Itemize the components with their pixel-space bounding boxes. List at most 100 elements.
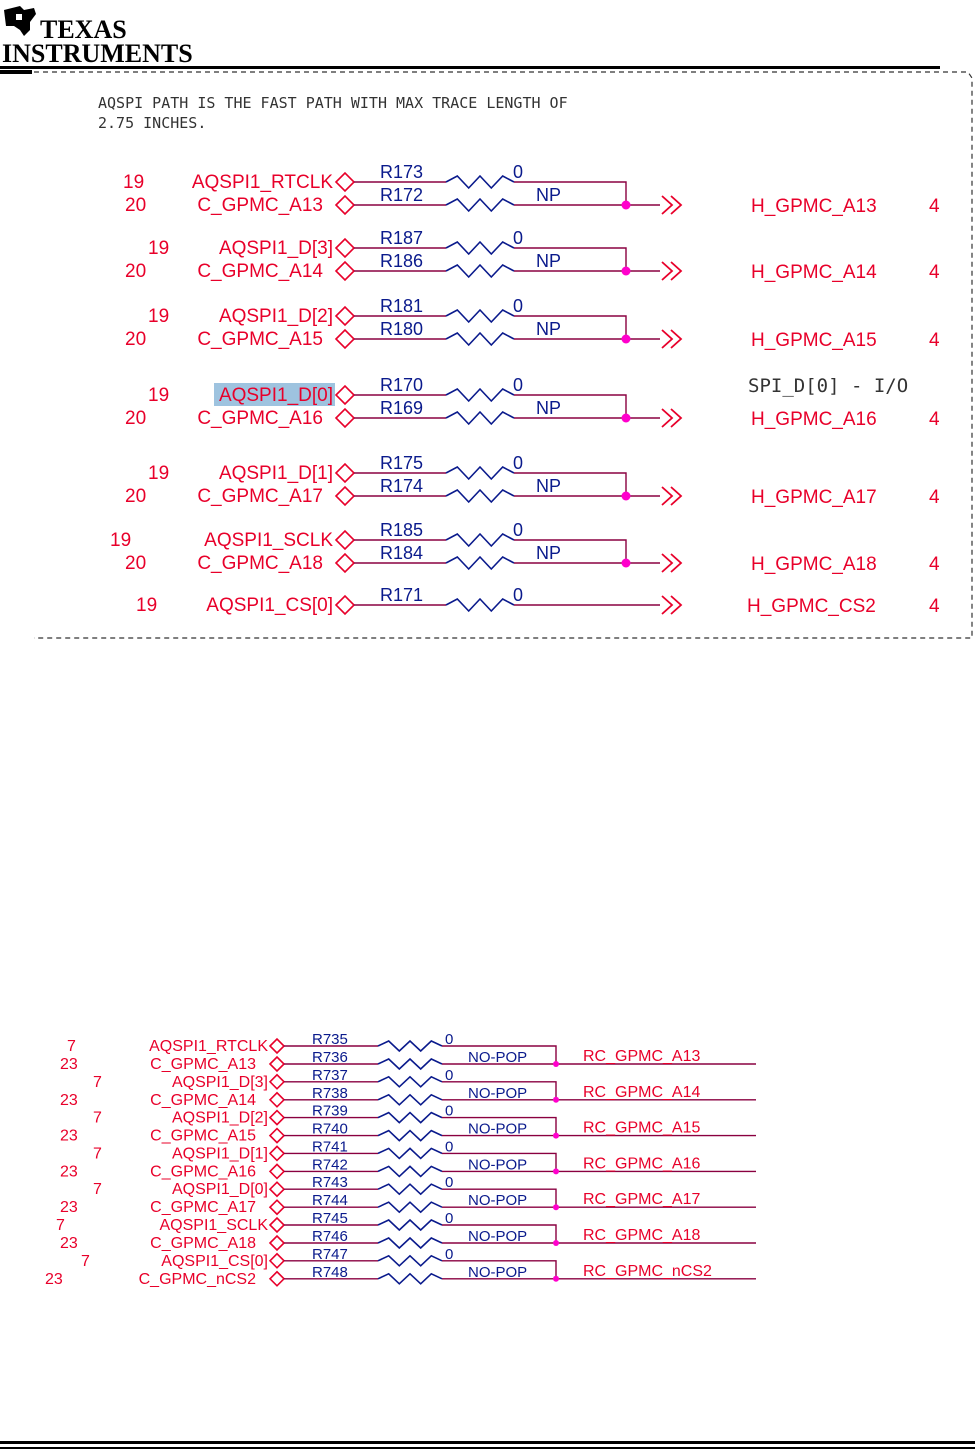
port-symbol bbox=[268, 1145, 286, 1162]
ref-designator: R737 bbox=[312, 1067, 348, 1084]
resistor-symbol bbox=[377, 1165, 443, 1178]
resistor-value: 0 bbox=[513, 228, 523, 248]
ref-designator: R170 bbox=[380, 375, 423, 395]
ref-designator: R740 bbox=[312, 1121, 348, 1138]
wire bbox=[284, 1188, 557, 1208]
footer-rule-top bbox=[0, 1441, 975, 1444]
header-rule-accent bbox=[0, 70, 32, 74]
gpmc-label: C_GPMC_A13 bbox=[197, 195, 323, 216]
resistor-symbol bbox=[445, 174, 515, 190]
output-net-label: RC_GPMC_A13 bbox=[583, 1048, 700, 1065]
resistor-value: NO-POP bbox=[468, 1085, 527, 1102]
output-page-ref: 4 bbox=[929, 596, 940, 617]
ref-designator: R169 bbox=[380, 398, 423, 418]
resistor-symbol bbox=[445, 532, 515, 548]
junction-dot bbox=[621, 200, 631, 210]
resistor-symbol bbox=[377, 1111, 443, 1124]
ref-designator: R180 bbox=[380, 319, 423, 339]
port-symbol bbox=[334, 305, 356, 327]
output-net-label: H_GPMC_A18 bbox=[751, 554, 877, 575]
signal-page-ref: 19 bbox=[148, 306, 169, 327]
junction-dot bbox=[621, 558, 631, 568]
wire bbox=[354, 539, 627, 563]
ref-designator: R172 bbox=[380, 185, 423, 205]
gpmc-label: C_GPMC_A16 bbox=[150, 1163, 256, 1180]
resistor-value: 0 bbox=[513, 162, 523, 182]
ref-designator: R174 bbox=[380, 476, 423, 496]
signal-page-ref: 7 bbox=[56, 1217, 65, 1234]
port-symbol bbox=[268, 1270, 286, 1287]
ref-designator: R744 bbox=[312, 1192, 348, 1209]
output-net-label: RC_GPMC_nCS2 bbox=[583, 1263, 712, 1280]
resistor-symbol bbox=[445, 308, 515, 324]
resistor-value: NO-POP bbox=[468, 1049, 527, 1066]
wire bbox=[354, 247, 627, 271]
output-page-ref: 4 bbox=[929, 262, 940, 283]
output-net-label: RC_GPMC_A15 bbox=[583, 1120, 700, 1137]
gpmc-page-ref: 23 bbox=[60, 1056, 78, 1073]
port-symbol bbox=[334, 594, 356, 616]
output-page-ref: 4 bbox=[929, 409, 940, 430]
wire bbox=[284, 1224, 557, 1243]
gpmc-label: C_GPMC_A17 bbox=[197, 486, 323, 507]
signal-label: AQSPI1_SCLK bbox=[160, 1217, 269, 1234]
port-symbol bbox=[268, 1252, 286, 1269]
wire bbox=[354, 472, 627, 496]
gpmc-page-ref: 20 bbox=[125, 329, 146, 350]
port-symbol bbox=[334, 407, 356, 429]
resistor-value: NO-POP bbox=[468, 1192, 527, 1209]
off-page-arrow bbox=[661, 408, 683, 428]
signal-label: AQSPI1_SCLK bbox=[204, 530, 333, 551]
side-note: SPI_D[0] - I/O bbox=[748, 375, 908, 397]
signal-page-ref: 19 bbox=[136, 595, 157, 616]
wire bbox=[284, 1116, 557, 1136]
wire bbox=[354, 181, 627, 205]
ref-designator: R171 bbox=[380, 585, 423, 605]
resistor-symbol bbox=[377, 1201, 443, 1214]
resistor-value: 0 bbox=[513, 585, 523, 605]
resistor-value: NP bbox=[536, 251, 561, 271]
ref-designator: R739 bbox=[312, 1103, 348, 1120]
ref-designator: R175 bbox=[380, 453, 423, 473]
resistor-value: NP bbox=[536, 543, 561, 563]
wire bbox=[284, 1260, 557, 1279]
output-net-label: RC_GPMC_A16 bbox=[583, 1155, 700, 1172]
ref-designator: R181 bbox=[380, 296, 423, 316]
resistor-value: NO-POP bbox=[468, 1264, 527, 1281]
gpmc-label: C_GPMC_A18 bbox=[197, 553, 323, 574]
port-symbol bbox=[268, 1234, 286, 1252]
gpmc-label: C_GPMC_A17 bbox=[150, 1199, 256, 1216]
output-page-ref: 4 bbox=[929, 196, 940, 217]
gpmc-page-ref: 20 bbox=[125, 486, 146, 507]
off-page-arrow bbox=[661, 486, 683, 506]
port-symbol bbox=[268, 1163, 286, 1180]
wire bbox=[354, 394, 627, 418]
port-symbol bbox=[334, 384, 356, 406]
gpmc-page-ref: 23 bbox=[60, 1163, 78, 1180]
signal-label: AQSPI1_RTCLK bbox=[192, 172, 333, 193]
resistor-value: 0 bbox=[445, 1103, 453, 1120]
output-page-ref: 4 bbox=[929, 554, 940, 575]
signal-page-ref: 7 bbox=[81, 1253, 90, 1270]
resistor-value: NP bbox=[536, 476, 561, 496]
wire bbox=[284, 1081, 557, 1100]
resistor-value: 0 bbox=[513, 453, 523, 473]
junction-dot bbox=[553, 1240, 559, 1246]
ref-designator: R748 bbox=[312, 1264, 348, 1281]
resistor-value: NO-POP bbox=[468, 1121, 527, 1138]
footer-rule-bottom bbox=[0, 1447, 975, 1449]
resistor-symbol bbox=[377, 1147, 443, 1160]
resistor-value: NP bbox=[536, 185, 561, 205]
gpmc-page-ref: 23 bbox=[45, 1271, 63, 1288]
signal-label: AQSPI1_D[0] bbox=[219, 385, 333, 406]
resistor-symbol bbox=[377, 1254, 443, 1267]
output-net-label: H_GPMC_A17 bbox=[751, 487, 877, 508]
resistor-symbol bbox=[377, 1236, 443, 1250]
signal-label: AQSPI1_D[2] bbox=[219, 306, 333, 327]
